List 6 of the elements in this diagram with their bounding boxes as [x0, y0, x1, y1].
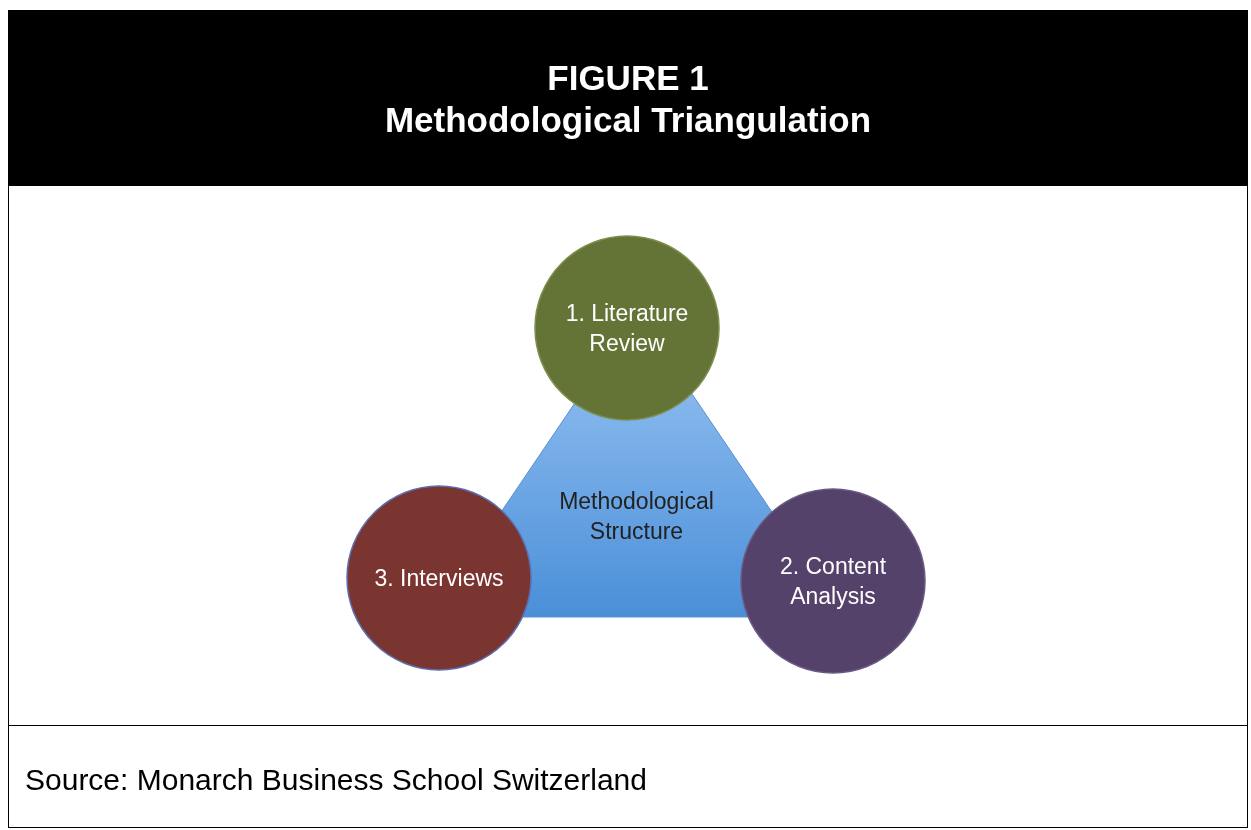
node-label: Methodological Structure: [558, 487, 715, 546]
node-label: 1. Literature Review: [564, 299, 690, 358]
node-label: 2. Content Analysis: [778, 552, 888, 611]
node-label: 3. Interviews: [373, 564, 505, 593]
figure-title: FIGURE 1 Methodological Triangulation: [384, 56, 872, 141]
source-caption: Source: Monarch Business School Switzerland: [25, 763, 647, 797]
